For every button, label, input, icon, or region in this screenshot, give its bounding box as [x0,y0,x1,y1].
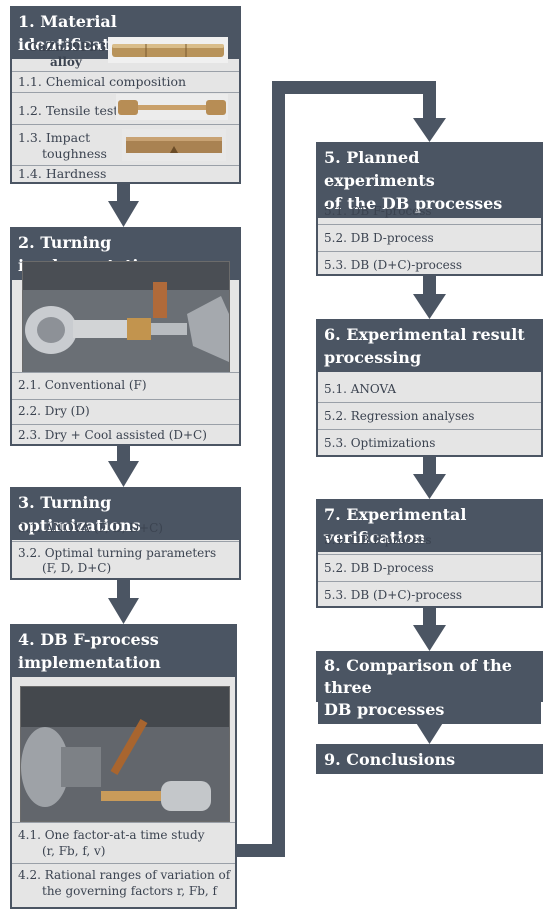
impact-specimen-image [122,129,226,161]
material-item-1-2: 1.2. Tensile tests [18,103,125,118]
box-7-title: 7. Experimental verification [318,501,541,552]
material-item-1-1: 1.1. Chemical composition [18,74,187,89]
turning-photo [22,261,230,373]
box-turning-implementation: 2. Turning implementation 2.1. Conventio… [10,227,241,446]
box-5-title-line-2: of the DB processes [324,194,503,213]
box-8-title-line-1: 8. Comparison of the three [324,656,512,697]
optimization-item-3-2-cont: (F, D, D+C) [42,561,112,575]
verification-item-3: 5.3. DB (D+C)-process [324,588,463,602]
box-material-identification: 1. Material identification CuZn39Pb3 all… [10,6,241,184]
turning-item-2-2: 2.2. Dry (D) [18,404,90,418]
burnishing-tool-icon [21,687,229,821]
alloy-name: CuZn39Pb3 [28,40,107,54]
arrow-1-to-2 [108,184,139,227]
lathe-chuck-icon [23,262,229,372]
box-planned-experiments: 5. Planned experiments of the DB process… [316,142,543,276]
alloy-rod-image [108,37,228,63]
planned-item-5-3: 5.3. DB (D+C)-process [324,258,463,272]
box-8-title-line-2: DB processes [324,700,445,719]
box-conclusions: 9. Conclusions [316,744,543,774]
arrow-2-to-3 [108,446,139,487]
tensile-specimen-image [116,94,228,120]
turning-item-2-1: 2.1. Conventional (F) [18,378,147,392]
box-4-title: 4. DB F-process implementation [12,626,235,677]
box-6-title-line-2: processing [324,348,422,367]
planned-item-5-1: 5.1. DB F-process [324,204,432,218]
db-process-photo [20,686,230,822]
material-item-1-3-cont: toughness [42,146,107,161]
processing-item-3: 5.3. Optimizations [324,436,436,450]
alloy-label: alloy [50,55,82,69]
box-turning-optimizations: 3. Turning optimizations 3.1. ANOVA (F, … [10,487,241,580]
processing-item-2: 5.2. Regression analyses [324,409,475,423]
box-8-title: 8. Comparison of the three DB processes [318,653,541,724]
box-experimental-verification: 7. Experimental verification 5.1. DB F-p… [316,499,543,608]
arrow-3-to-4 [108,580,139,624]
arrow-5-to-6 [413,276,446,319]
db-item-4-1-cont: (r, Fb, f, v) [42,844,106,858]
box-experimental-result-processing: 6. Experimental result processing 5.1. A… [316,319,543,457]
tensile-specimen-icon [118,100,226,115]
verification-item-1: 5.1. DB F-process [324,533,432,547]
box-comparison: 8. Comparison of the three DB processes [316,651,543,724]
box-6-title: 6. Experimental result processing [318,321,541,372]
brass-rod-icon [112,44,224,57]
box-db-f-process: 4. DB F-process implementation 4.1. One … [10,624,237,909]
db-item-4-1: 4.1. One factor-at-a time study [18,828,205,842]
material-item-1-3: 1.3. Impact [18,130,91,145]
db-item-4-2-cont: the governing factors r, Fb, f [42,884,217,898]
optimization-item-3-2: 3.2. Optimal turning parameters [18,546,217,560]
box-4-title-line-1: 4. DB F-process [18,630,159,649]
processing-item-1: 5.1. ANOVA [324,382,397,396]
arrow-7-to-8 [413,608,446,651]
planned-item-5-2: 5.2. DB D-process [324,231,434,245]
arrow-4-to-5 [237,81,446,857]
optimization-item-3-1: 3.1. ANOVA (F, D, D+C) [18,521,163,535]
impact-specimen-icon [126,137,222,153]
db-item-4-2: 4.2. Rational ranges of variation of [18,868,231,882]
arrow-6-to-7 [413,457,446,499]
box-4-title-line-2: implementation [18,653,161,672]
box-5-title: 5. Planned experiments of the DB process… [318,144,541,218]
box-3-title: 3. Turning optimizations [12,489,239,540]
box-6-title-line-1: 6. Experimental result [324,325,525,344]
box-9-title: 9. Conclusions [318,746,541,774]
turning-item-2-3: 2.3. Dry + Cool assisted (D+C) [18,428,207,442]
box-5-title-line-1: 5. Planned experiments [324,148,435,190]
verification-item-2: 5.2. DB D-process [324,561,434,575]
material-item-1-4: 1.4. Hardness [18,166,107,181]
